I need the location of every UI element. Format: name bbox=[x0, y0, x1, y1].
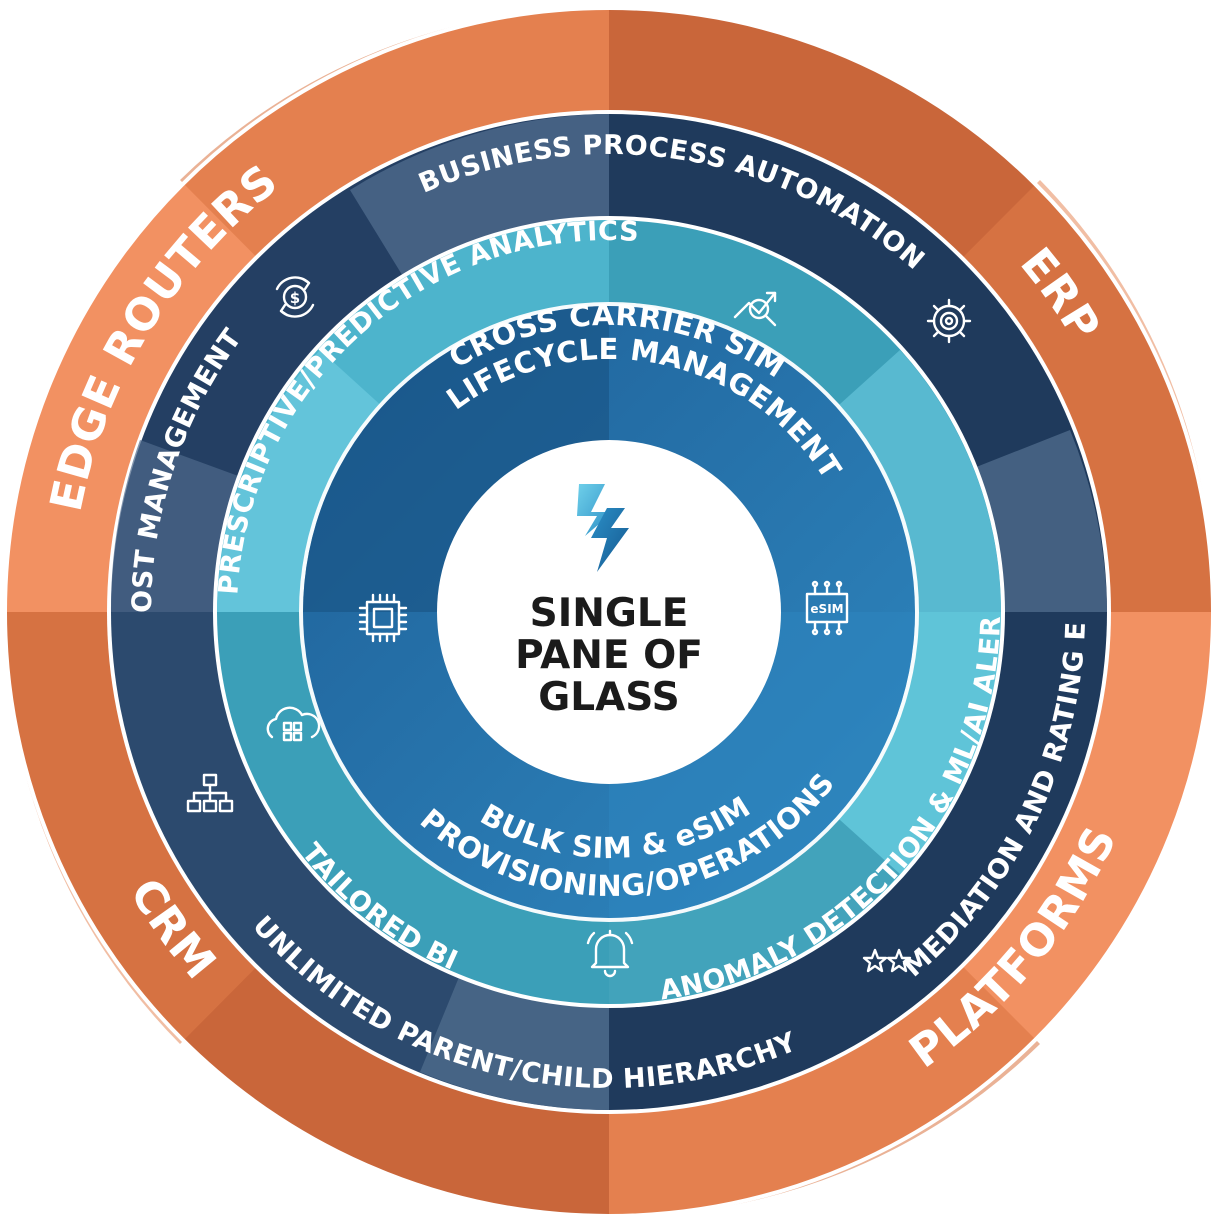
hierarchy-icon bbox=[186, 773, 234, 813]
bolt-logo-icon bbox=[577, 484, 629, 572]
svg-text:$: $ bbox=[290, 289, 300, 307]
core-title-line-2: PANE OF bbox=[515, 633, 703, 678]
esim-icon: eSIM bbox=[805, 580, 849, 636]
core-title-line-3: GLASS bbox=[538, 675, 679, 720]
bell-icon bbox=[586, 929, 634, 978]
dollar-cycle-icon: $ bbox=[275, 276, 315, 318]
trend-chart-icon bbox=[733, 291, 777, 327]
core-title-line-1: SINGLE bbox=[530, 591, 689, 636]
core-circle bbox=[437, 440, 781, 784]
chip-icon bbox=[358, 593, 408, 643]
gear-icon bbox=[926, 298, 972, 344]
cloud-apps-icon bbox=[266, 706, 321, 742]
stars-icon bbox=[862, 948, 912, 973]
esim-chip-label: eSIM bbox=[810, 602, 843, 616]
